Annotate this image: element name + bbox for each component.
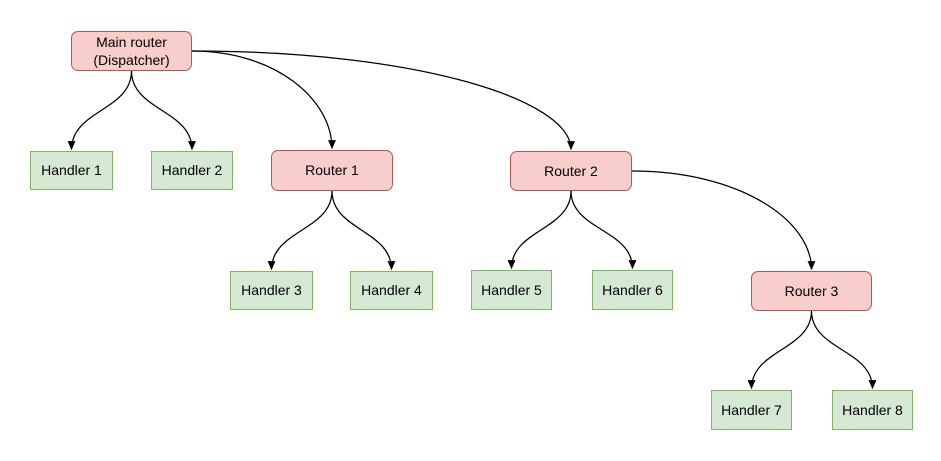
node-router-1: Router 1 <box>271 150 393 191</box>
node-main-router: Main router (Dispatcher) <box>71 31 192 71</box>
node-label: Handler 1 <box>41 162 102 179</box>
edge-router-1-to-handler-3 <box>267 190 333 271</box>
node-label: Handler 7 <box>721 401 782 418</box>
node-handler-3: Handler 3 <box>230 271 313 310</box>
node-handler-5: Handler 5 <box>471 270 552 310</box>
edge-router-2-to-handler-6 <box>570 190 637 270</box>
node-label: Handler 8 <box>842 401 903 418</box>
node-label: Router 2 <box>544 162 598 179</box>
node-label: (Dispatcher) <box>93 52 170 68</box>
node-handler-1: Handler 1 <box>30 151 113 190</box>
node-label: Handler 4 <box>361 282 422 299</box>
node-handler-8: Handler 8 <box>832 390 913 430</box>
edge-main-router-to-router-1 <box>191 50 336 150</box>
edge-router-2-to-handler-5 <box>507 190 572 270</box>
edge-main-router-to-router-2 <box>191 50 575 151</box>
node-handler-4: Handler 4 <box>350 271 433 310</box>
node-handler-2: Handler 2 <box>151 151 233 190</box>
edge-router-3-to-handler-8 <box>810 310 877 390</box>
node-handler-6: Handler 6 <box>592 270 673 310</box>
node-label: Handler 6 <box>602 281 663 298</box>
node-label: Main router <box>96 33 167 50</box>
edge-main-router-to-handler-2 <box>130 70 196 151</box>
node-router-2: Router 2 <box>510 151 632 191</box>
edge-router-1-to-handler-4 <box>331 190 396 271</box>
node-label: Handler 3 <box>241 282 302 299</box>
node-label: Handler 2 <box>161 162 223 179</box>
node-handler-7: Handler 7 <box>711 390 792 430</box>
edge-main-router-to-handler-1 <box>67 70 133 151</box>
node-label: Handler 5 <box>481 281 542 298</box>
edge-router-2-to-router-3 <box>631 170 816 271</box>
edge-router-3-to-handler-7 <box>747 310 813 390</box>
node-label: Router 3 <box>784 282 839 299</box>
node-router-3: Router 3 <box>751 271 872 311</box>
node-label: Router 1 <box>305 162 359 179</box>
